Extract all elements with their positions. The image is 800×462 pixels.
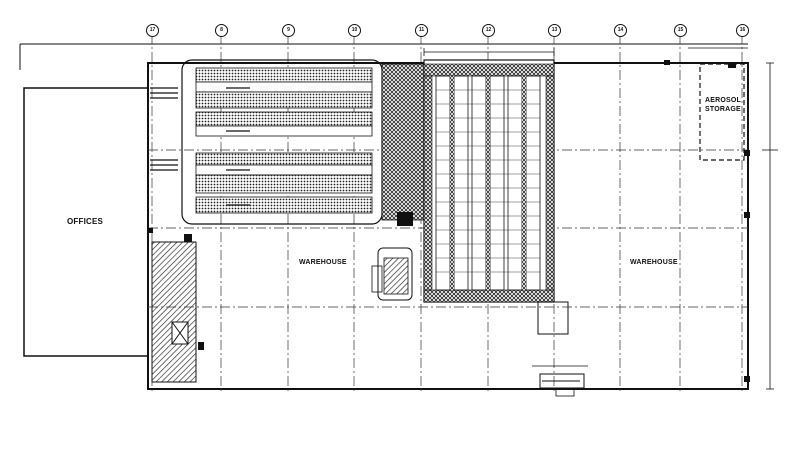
aerosol-storage-enclosure bbox=[699, 62, 750, 161]
grid-bubble-14: 14 bbox=[614, 24, 627, 37]
grid-bubble-17: 17 bbox=[146, 24, 159, 37]
grid-bubble-9: 9 bbox=[282, 24, 295, 37]
grid-bubble-10: 10 bbox=[348, 24, 361, 37]
grid-bubble-12: 12 bbox=[482, 24, 495, 37]
room-label-storage: STORAGE bbox=[705, 106, 741, 113]
dock-detail bbox=[532, 301, 588, 397]
left-hatched-block bbox=[151, 234, 204, 383]
room-label-warehouse-left: WAREHOUSE bbox=[299, 259, 347, 266]
small-equipment-room bbox=[371, 247, 413, 301]
aisle-hatched-band bbox=[381, 63, 425, 226]
grid-bubble-13: 13 bbox=[548, 24, 561, 37]
grid-bubble-15: 15 bbox=[674, 24, 687, 37]
room-label-aerosol: AEROSOL bbox=[705, 97, 742, 104]
room-label-warehouse-right: WAREHOUSE bbox=[630, 259, 678, 266]
room-label-offices: OFFICES bbox=[67, 217, 104, 226]
left-rack-area bbox=[150, 59, 383, 225]
grid-bubble-8: 8 bbox=[215, 24, 228, 37]
grid-bubble-16: 16 bbox=[736, 24, 749, 37]
column-markers bbox=[148, 60, 750, 382]
grid-bubble-11: 11 bbox=[415, 24, 428, 37]
center-rack-area bbox=[423, 59, 555, 303]
